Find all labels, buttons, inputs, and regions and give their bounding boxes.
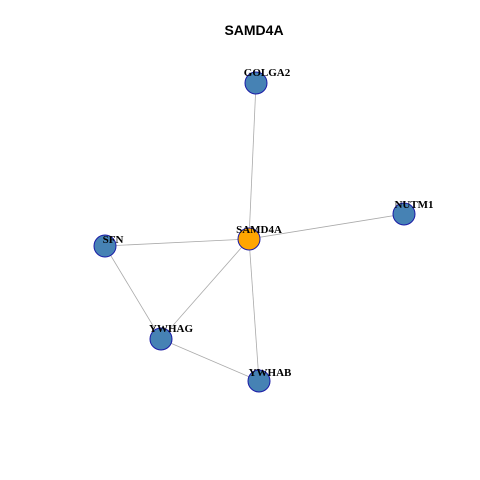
node-ywhab[interactable] (247, 369, 271, 393)
node-label-nutm1: NUTM1 (394, 199, 433, 211)
node-label-ywhab: YWHAB (249, 367, 292, 379)
edge-samd4a-ywhag (160, 238, 250, 340)
node-label-samd4a: SAMD4A (236, 224, 282, 236)
edge-samd4a-sfn (104, 238, 250, 247)
edge-samd4a-nutm1 (248, 213, 405, 240)
node-label-golga2: GOLGA2 (244, 67, 291, 79)
edge-ywhag-ywhab (160, 338, 260, 382)
node-label-sfn: SFN (103, 234, 124, 246)
edge-samd4a-golga2 (248, 82, 257, 240)
node-sfn[interactable] (93, 234, 117, 258)
node-samd4a[interactable] (237, 227, 261, 251)
node-layer (93, 71, 416, 393)
node-ywhag[interactable] (149, 327, 173, 351)
edge-samd4a-ywhab (248, 238, 260, 382)
node-label-ywhag: YWHAG (149, 323, 193, 335)
node-golga2[interactable] (244, 71, 268, 95)
edge-layer (104, 82, 405, 382)
node-nutm1[interactable] (392, 202, 416, 226)
edge-sfn-ywhag (104, 245, 162, 340)
graph-title: SAMD4A (224, 22, 283, 38)
